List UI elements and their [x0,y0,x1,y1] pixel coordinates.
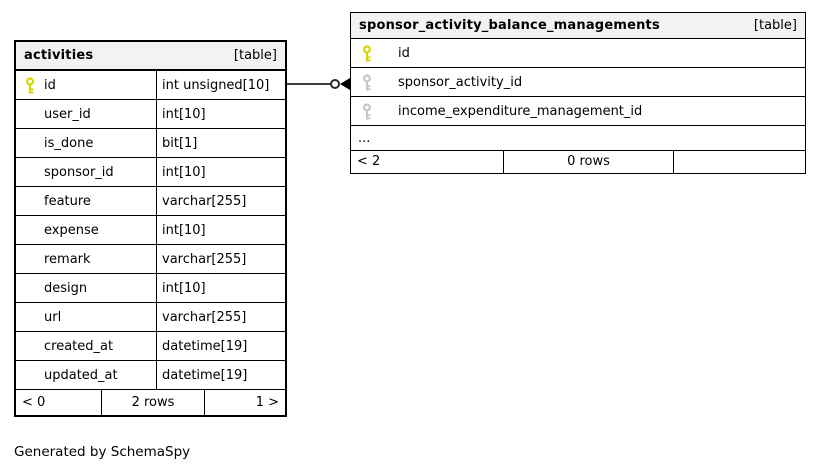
column-name: expense [44,222,99,238]
column-name: updated_at [44,367,118,383]
column-row-id: id int unsigned[10] [16,71,285,100]
column-type: int[10] [162,280,206,296]
column-type-cell: datetime[19] [157,361,285,389]
column-name: id [398,45,410,61]
column-type-cell: datetime[19] [157,332,285,360]
column-type: int[10] [162,106,206,122]
table-type-tag: [table] [233,48,277,63]
column-row-feature: feature varchar[255] [16,187,285,216]
ellipsis-text: ... [358,130,371,146]
column-name-cell: feature [16,187,157,215]
footer-related-out [674,151,805,173]
column-type-cell: int[10] [157,100,285,128]
column-type-cell: int[10] [157,216,285,244]
table-header: activities [table] [16,42,285,71]
relation-circle-marker [330,79,340,89]
column-name-cell: id [16,71,157,99]
primary-key-icon [24,76,36,94]
column-name-cell: created_at [16,332,157,360]
table-footer: < 0 2 rows 1 > [16,390,285,415]
column-row-id: id [351,39,805,68]
column-type-cell: varchar[255] [157,187,285,215]
column-name: income_expenditure_management_id [398,103,643,119]
column-name-cell: design [16,274,157,302]
column-type-cell: varchar[255] [157,303,285,331]
column-row-user_id: user_id int[10] [16,100,285,129]
column-type: varchar[255] [162,193,247,209]
column-name: sponsor_activity_id [398,74,523,90]
column-name: is_done [44,135,94,151]
column-name: feature [44,193,91,209]
footer-related-in: < 2 [357,154,381,169]
footer-related-out: 1 > [255,395,279,410]
column-name-cell: id [351,39,805,67]
relation-line [287,83,332,85]
column-name-cell: updated_at [16,361,157,389]
table-sponsor_activity_balance_managements[interactable]: sponsor_activity_balance_managements [tab… [350,12,806,174]
column-name: sponsor_id [44,164,114,180]
column-row-sponsor_id: sponsor_id int[10] [16,158,285,187]
column-name-cell: url [16,303,157,331]
column-name: id [44,77,56,93]
table-title: sponsor_activity_balance_managements [359,18,660,33]
column-name-cell: income_expenditure_management_id [351,97,805,125]
column-name-cell: sponsor_id [16,158,157,186]
column-type: datetime[19] [162,338,248,354]
column-type: int unsigned[10] [162,77,270,93]
table-header: sponsor_activity_balance_managements [tab… [351,13,805,39]
column-row-design: design int[10] [16,274,285,303]
column-type-cell: int[10] [157,158,285,186]
column-row-updated_at: updated_at datetime[19] [16,361,285,390]
column-type-cell: bit[1] [157,129,285,157]
column-name: url [44,309,62,325]
column-row-is_done: is_done bit[1] [16,129,285,158]
foreign-key-icon [361,102,373,120]
table-footer: < 2 0 rows [351,151,805,173]
column-row-expense: expense int[10] [16,216,285,245]
table-type-tag: [table] [753,18,797,33]
column-type-cell: varchar[255] [157,245,285,273]
more-columns-ellipsis: ... [351,126,805,151]
column-name-cell: remark [16,245,157,273]
column-name: user_id [44,106,91,122]
column-row-url: url varchar[255] [16,303,285,332]
primary-key-icon [361,44,373,62]
footer-row-count: 2 rows [101,390,205,415]
column-name-cell: expense [16,216,157,244]
column-type: varchar[255] [162,309,247,325]
column-type: int[10] [162,222,206,238]
column-name: design [44,280,88,296]
table-activities[interactable]: activities [table] id int unsigned[10] user_… [14,40,287,417]
column-row-income_expenditure_management_id: income_expenditure_management_id [351,97,805,126]
table-title: activities [24,48,94,63]
column-row-sponsor_activity_id: sponsor_activity_id [351,68,805,97]
column-name-cell: user_id [16,100,157,128]
column-name: remark [44,251,91,267]
column-row-remark: remark varchar[255] [16,245,285,274]
foreign-key-icon [361,73,373,91]
column-type: bit[1] [162,135,198,151]
column-type: datetime[19] [162,367,248,383]
column-name: created_at [44,338,114,354]
column-row-created_at: created_at datetime[19] [16,332,285,361]
column-name-cell: sponsor_activity_id [351,68,805,96]
column-type: varchar[255] [162,251,247,267]
footer-related-in: < 0 [22,395,46,410]
column-type-cell: int unsigned[10] [157,71,285,99]
column-name-cell: is_done [16,129,157,157]
footer-row-count: 0 rows [503,151,674,173]
column-type-cell: int[10] [157,274,285,302]
relation-arrow-marker [340,78,350,90]
column-type: int[10] [162,164,206,180]
generated-by-note: Generated by SchemaSpy [14,444,191,460]
